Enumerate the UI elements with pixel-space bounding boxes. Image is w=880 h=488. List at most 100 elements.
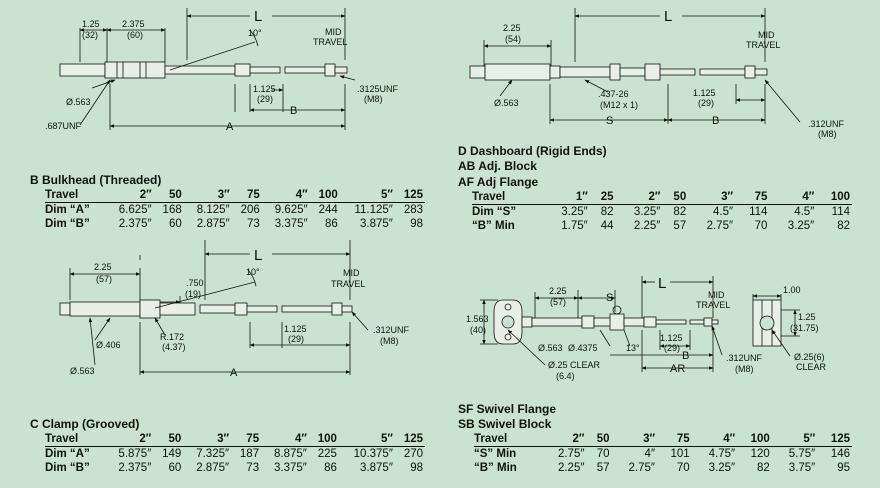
clamp-drawing xyxy=(59,240,369,375)
table-cell: 82 xyxy=(837,220,850,232)
table-header: 100 xyxy=(317,433,337,445)
table-cell: 86 xyxy=(324,462,337,474)
table-header: Travel xyxy=(472,191,506,203)
swivel-spec-table: Travel 2″ 50 3″ 75 4″ 100 5″ 125 “S” Min… xyxy=(474,432,852,475)
table-header: 50 xyxy=(168,189,182,201)
table-cell: 270 xyxy=(403,448,423,460)
table-cell: 8.125″ xyxy=(196,204,230,216)
table-cell: 146 xyxy=(830,448,850,460)
clamp-thread-end-mm: (M8) xyxy=(380,336,399,346)
swivel-block-clear: Ø.25(6) xyxy=(794,352,825,362)
clamp-drawing-labels: 2.25 (57) .750 (19) L 10° MID TRAVEL R.1… xyxy=(70,247,410,379)
table-row: Dim “B” 2.375″ 60 2.875″ 73 3.375″ 86 3.… xyxy=(45,461,425,475)
table-cell: 2.875″ xyxy=(196,218,230,230)
table-header: 125 xyxy=(403,189,423,201)
swivel-block-dim-2-mm: (31.75) xyxy=(790,323,819,333)
table-row: Dim “B” 2.375″ 60 2.875″ 73 3.375″ 86 3.… xyxy=(45,217,425,231)
table-cell: 283 xyxy=(403,204,423,216)
dashboard-drawing xyxy=(469,8,801,124)
table-cell: 86 xyxy=(324,218,338,230)
clamp-thread-end: .312UNF xyxy=(373,325,410,335)
swivel-clear-mm: (6.4) xyxy=(556,371,575,381)
table-cell: 244 xyxy=(318,204,338,216)
table-cell: 4.5″ xyxy=(794,206,815,218)
table-cell: 3.25″ xyxy=(633,206,661,218)
clamp-mid-2: TRAVEL xyxy=(331,279,365,289)
swivel-b-label: B xyxy=(682,350,689,362)
table-row: “B” Min 1.75″ 44 2.25″ 57 2.75″ 70 3.25″… xyxy=(472,219,852,233)
bulkhead-angle: 10° xyxy=(248,28,262,38)
clamp-dim-1: 2.25 xyxy=(94,262,112,272)
bulkhead-a-label: A xyxy=(226,121,234,133)
table-header: 125 xyxy=(403,433,423,445)
table-cell: “B” Min xyxy=(472,220,515,232)
table-cell: 2.25″ xyxy=(633,220,661,232)
table-cell: 101 xyxy=(670,448,690,460)
table-cell: 3.25″ xyxy=(561,206,588,218)
swivel-drawing-labels: 1.563 (40) 2.25 (57) S L MID TRAVEL Ø.56… xyxy=(466,275,827,381)
table-cell: 73 xyxy=(246,218,260,230)
dashboard-dim-3-mm: (29) xyxy=(698,98,714,108)
table-cell: 168 xyxy=(162,204,182,216)
table-header: 3″ xyxy=(721,191,734,203)
table-header: 2″ xyxy=(139,189,152,201)
swivel-block-dim-1: 1.00 xyxy=(783,285,801,295)
swivel-mid-2: TRAVEL xyxy=(696,300,730,310)
table-cell: 5.75″ xyxy=(788,448,816,460)
bulkhead-drawing xyxy=(59,8,356,130)
swivel-dim-3-mm: (29) xyxy=(664,343,680,353)
table-header: 75 xyxy=(246,433,260,445)
table-cell: Dim “B” xyxy=(45,462,90,474)
clamp-dim-3-mm: (29) xyxy=(288,334,304,344)
table-cell: 5.875″ xyxy=(118,448,152,460)
table-cell: Dim “A” xyxy=(45,448,90,460)
table-cell: 70 xyxy=(596,448,610,460)
table-header: 4″ xyxy=(723,433,736,445)
bulkhead-l-label: L xyxy=(254,8,262,25)
table-cell: 6.625″ xyxy=(118,204,152,216)
table-cell: 60 xyxy=(168,218,182,230)
clamp-l-label: L xyxy=(254,247,262,264)
swivel-dim-3: 1.125 xyxy=(660,333,683,343)
bulkhead-mid-2: TRAVEL xyxy=(313,37,347,47)
table-cell: 3.875″ xyxy=(360,218,393,230)
table-cell: 2.75″ xyxy=(706,220,734,232)
bulkhead-dia: Ø.563 xyxy=(66,97,91,107)
bulkhead-thread-end: .3125UNF xyxy=(357,84,399,94)
table-cell: 114 xyxy=(831,206,850,218)
table-cell: 2.375″ xyxy=(118,218,152,230)
clamp-a-label: A xyxy=(230,367,238,379)
bulkhead-dim-1-mm: (32) xyxy=(82,30,98,40)
swivel-dim-1-mm: (57) xyxy=(550,297,566,307)
table-cell: 98 xyxy=(410,462,423,474)
table-header-row: Travel 2″ 50 3″ 75 4″ 100 5″ 125 xyxy=(45,432,425,447)
swivel-thread-end-mm: (M8) xyxy=(735,364,754,374)
swivel-l-label: L xyxy=(658,275,666,292)
dashboard-mid-1: MID xyxy=(758,30,775,40)
table-cell: 95 xyxy=(837,462,850,474)
clamp-dia-small: Ø.406 xyxy=(96,340,121,350)
swivel-dim-h: 1.563 xyxy=(466,314,489,324)
table-cell: 82 xyxy=(756,462,770,474)
table-cell: 44 xyxy=(600,220,614,232)
adj-block-title: AB Adj. Block xyxy=(458,159,537,173)
table-header: 4″ xyxy=(294,433,307,445)
clamp-angle: 10° xyxy=(246,267,260,277)
clamp-dim-1-mm: (57) xyxy=(96,274,112,284)
table-cell: 2.75″ xyxy=(557,448,585,460)
table-cell: 1.75″ xyxy=(561,220,588,232)
table-row: “S” Min 2.75″ 70 4″ 101 4.75″ 120 5.75″ … xyxy=(474,447,852,462)
table-cell: 114 xyxy=(749,206,768,218)
table-cell: “S” Min xyxy=(474,448,517,460)
dashboard-s-label: S xyxy=(606,115,613,127)
swivel-block-dim-2: 1.25 xyxy=(798,312,816,322)
bulkhead-dim-3: 1.125 xyxy=(253,84,276,94)
table-header: 50 xyxy=(168,433,182,445)
table-cell: 7.325″ xyxy=(196,448,230,460)
bulkhead-spec-table: Travel 2″ 50 3″ 75 4″ 100 5″ 125 Dim “A”… xyxy=(45,188,425,231)
table-row: Dim “A” 6.625″ 168 8.125″ 206 9.625″ 244… xyxy=(45,203,425,218)
bulkhead-dim-2: 2.375 xyxy=(122,19,145,29)
table-header: 3″ xyxy=(217,433,230,445)
table-cell: 225 xyxy=(317,448,337,460)
table-header: 75 xyxy=(676,433,690,445)
